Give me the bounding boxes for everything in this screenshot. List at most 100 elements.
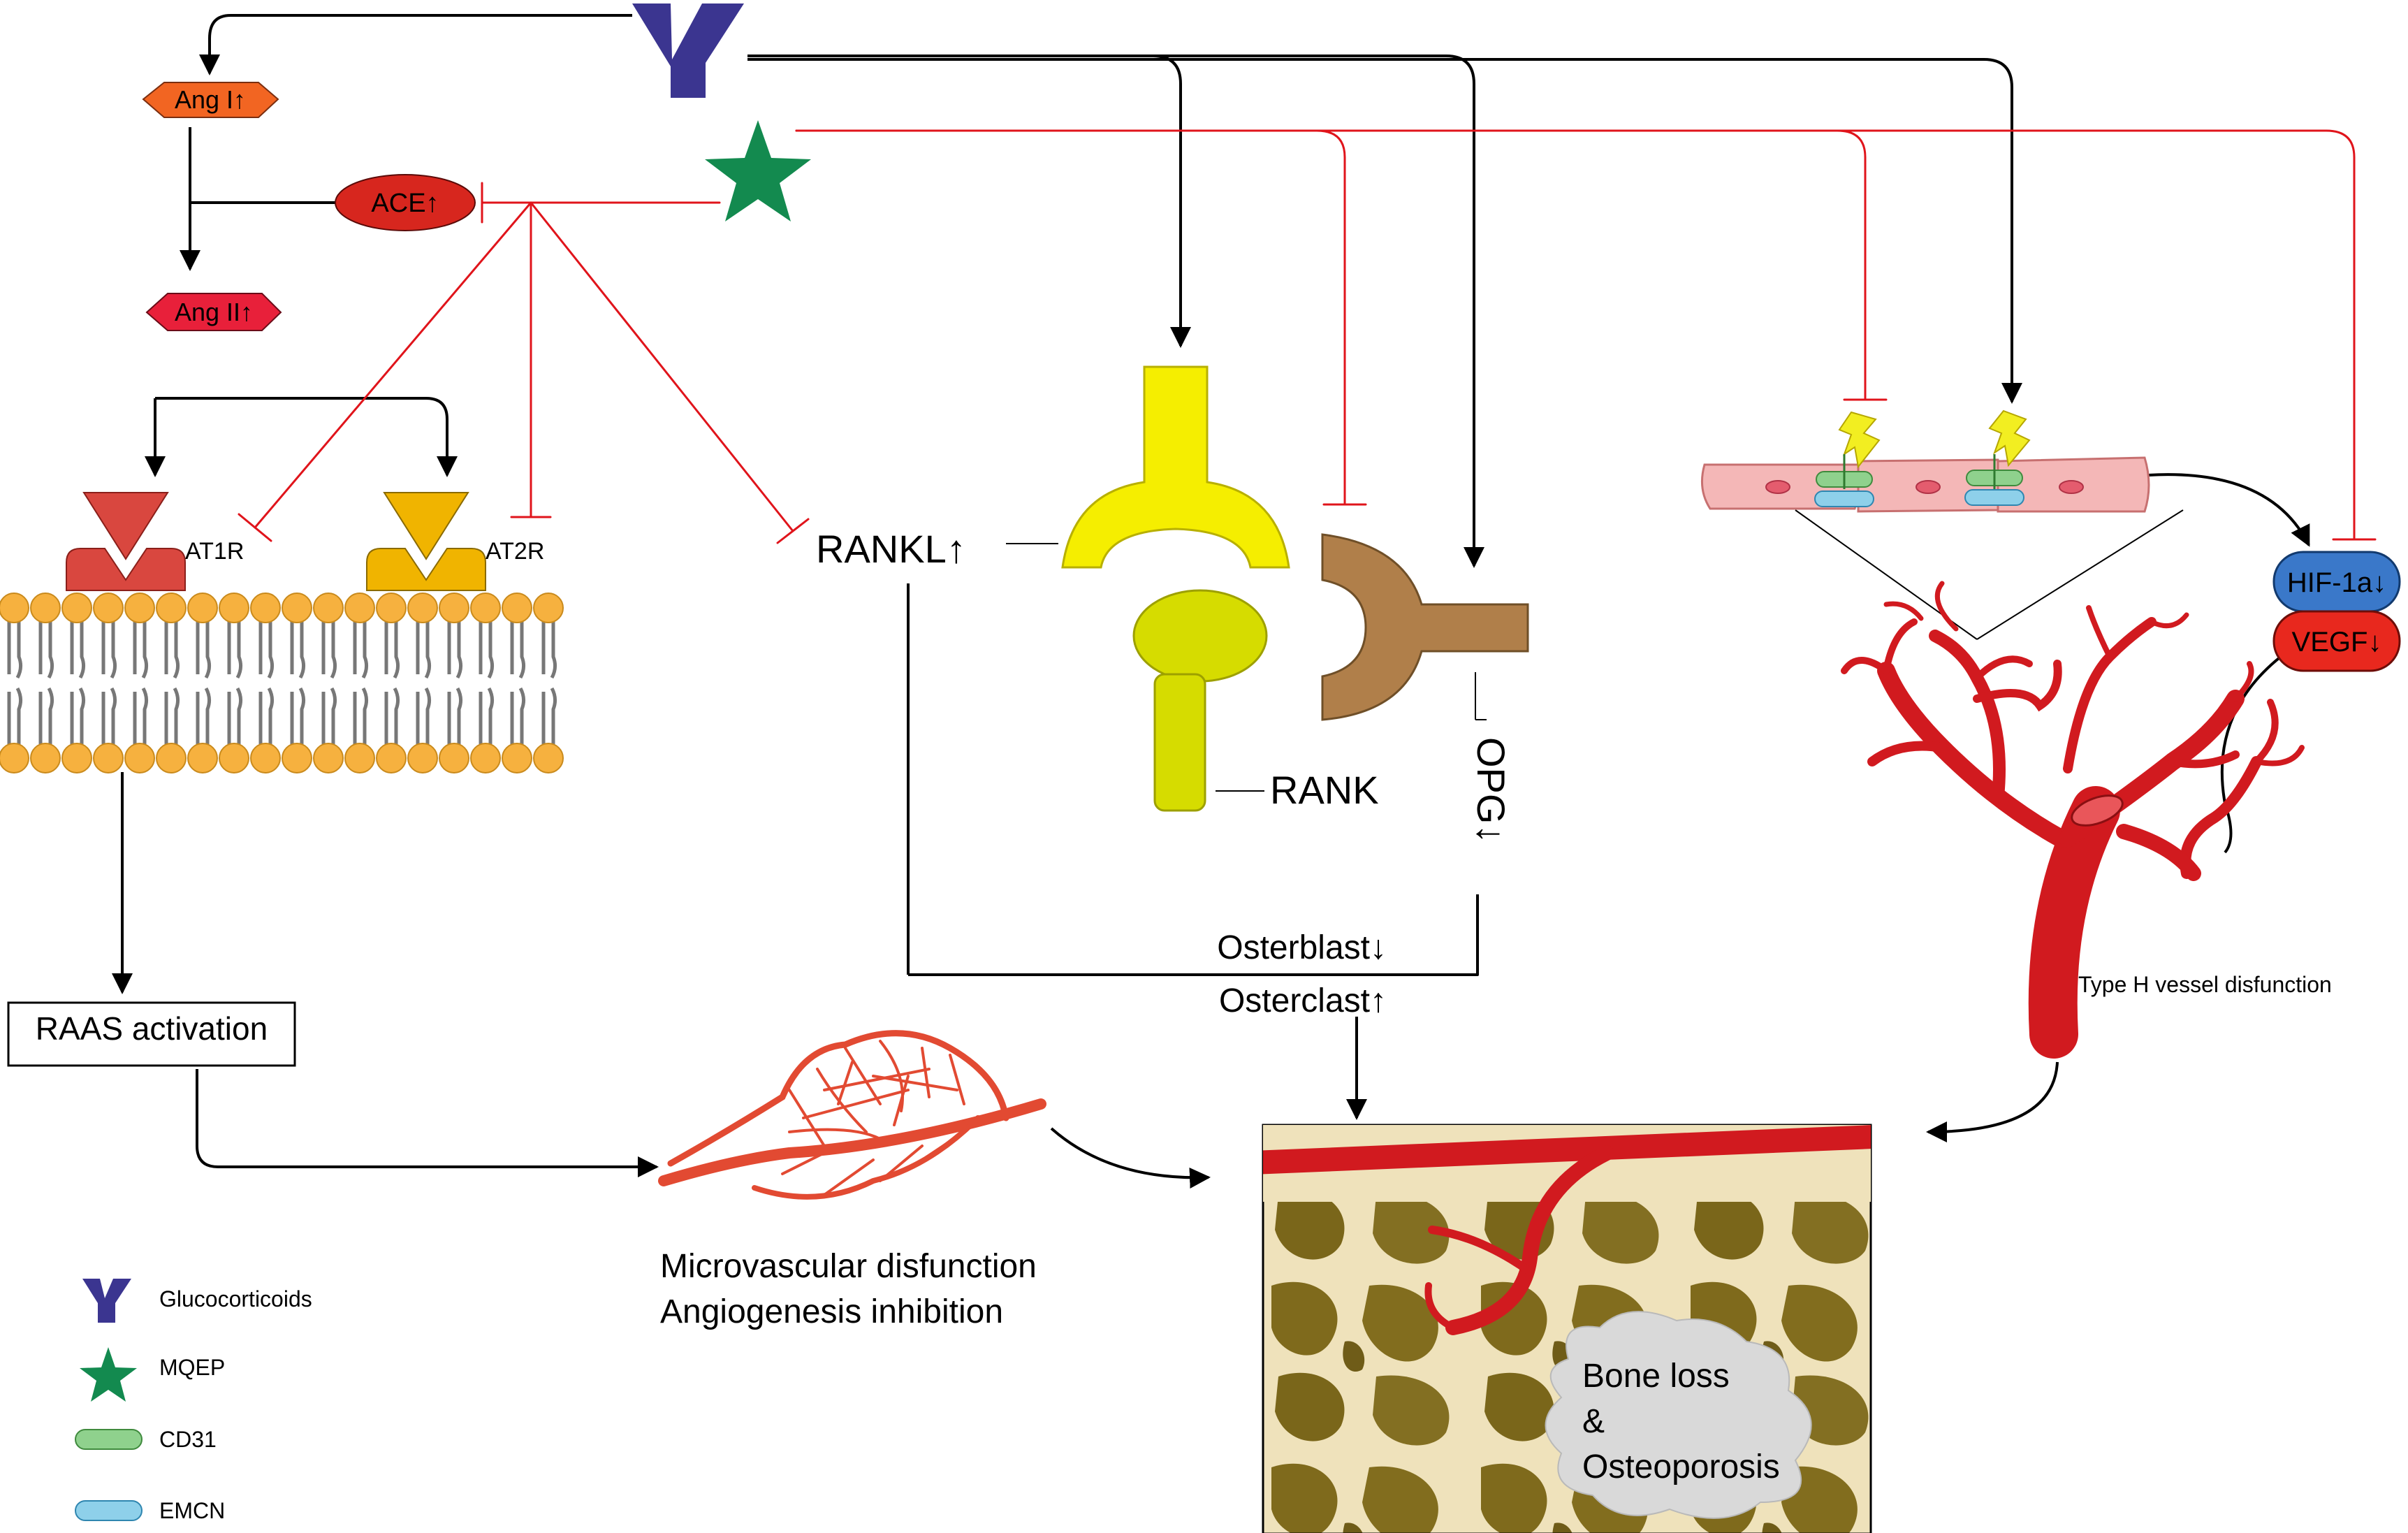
lipid-head: [187, 593, 218, 623]
bone-loss-label-2: &: [1582, 1403, 1605, 1440]
lipid-head: [533, 743, 564, 773]
lipid-tail: [133, 687, 149, 746]
lipid-tail: [290, 687, 306, 746]
lipid-head: [93, 593, 124, 623]
lipid-tail: [541, 687, 557, 746]
at1r-label: AT1R: [185, 538, 244, 565]
lipid-head: [313, 593, 344, 623]
lipid-tail: [447, 620, 463, 679]
ang1-node: Ang I↑: [142, 82, 279, 118]
lipid-head: [502, 593, 532, 623]
lipid-head: [156, 743, 187, 773]
lipid-head: [470, 743, 501, 773]
cd31-marker-icon: [75, 1429, 143, 1450]
lipid-head: [219, 743, 249, 773]
lipid-head: [30, 593, 61, 623]
microvascular-network-icon: [658, 1030, 1046, 1200]
lipid-tail: [227, 620, 243, 679]
rank-shape: [1132, 589, 1268, 812]
at1r-receptor: AT1R: [66, 492, 244, 591]
emcn-marker-icon: [75, 1500, 143, 1521]
legend-label: Glucocorticoids: [159, 1286, 312, 1312]
lipid-tail: [101, 687, 117, 746]
lipid-head: [0, 593, 29, 623]
bone-tissue-panel: Bone loss & Osteoporosis: [1262, 1124, 1872, 1533]
lipid-tail: [101, 620, 117, 679]
osteoblast-label: Osterblast↓: [1217, 929, 1387, 966]
emcn-marker-icon: [1814, 489, 2024, 507]
opg-label: OPG↓: [1469, 737, 1513, 843]
lipid-tail: [7, 687, 23, 746]
legend-label: MQEP: [159, 1355, 225, 1380]
lipid-tail: [510, 687, 526, 746]
lipid-head: [282, 593, 312, 623]
vegf-label: VEGF↓: [2292, 627, 2382, 657]
vegf-node: VEGF↓: [2272, 610, 2401, 672]
lipid-head: [0, 743, 29, 773]
type-h-label: Type H vessel disfunction: [2078, 972, 2332, 997]
type-h-vessel-icon: [1841, 581, 2305, 1059]
lipid-tail: [164, 620, 180, 679]
legend-item-glucocorticoids: Glucocorticoids: [82, 1279, 312, 1323]
lipid-head: [61, 593, 92, 623]
lipid-head: [344, 743, 375, 773]
legend-item-mqep: MQEP: [80, 1347, 225, 1402]
ace-label: ACE↑: [371, 189, 439, 218]
lipid-head: [187, 743, 218, 773]
ace-node: ACE↑: [335, 174, 476, 231]
rankl-label: RANKL↑: [816, 527, 966, 571]
opg-shape: [1321, 533, 1529, 721]
glucocorticoid-receptor-icon: [82, 1279, 131, 1323]
lipid-head: [439, 593, 469, 623]
ang2-label: Ang II↑: [175, 298, 253, 326]
bone-loss-label-1: Bone loss: [1582, 1358, 1730, 1395]
endothelial-cells: [1700, 456, 2150, 513]
lipid-head: [61, 743, 92, 773]
signal-bolt-icon: [1838, 409, 2031, 469]
lipid-tail: [321, 620, 337, 679]
lipid-tail: [510, 620, 526, 679]
lipid-head: [533, 593, 564, 623]
lipid-tail: [227, 687, 243, 746]
lipid-head: [282, 743, 312, 773]
lipid-tail: [258, 620, 275, 679]
inhibition-lines: [238, 129, 2377, 544]
lipid-head: [124, 593, 155, 623]
lipid-tail: [38, 620, 54, 679]
lipid-tail: [353, 687, 369, 746]
legend: Glucocorticoids MQEP CD31 EMCN: [75, 1279, 312, 1523]
lipid-head: [250, 593, 281, 623]
legend-label: EMCN: [159, 1498, 225, 1523]
microvascular-label-1: Microvascular disfunction: [660, 1248, 1037, 1285]
raas-activation-box: RAAS activation: [7, 1001, 296, 1067]
microvascular-label-2: Angiogenesis inhibition: [660, 1293, 1003, 1330]
star-icon: [705, 120, 811, 221]
lipid-tail: [70, 687, 86, 746]
hif-label: HIF-1a↓: [2287, 567, 2386, 598]
lipid-tail: [416, 687, 432, 746]
lipid-tail: [416, 620, 432, 679]
lipid-tail: [353, 620, 369, 679]
lipid-tail: [196, 620, 212, 679]
lipid-tail: [38, 687, 54, 746]
lipid-head: [313, 743, 344, 773]
glucocorticoid-receptor-icon: [632, 3, 744, 98]
at2r-receptor: AT2R: [366, 492, 544, 591]
lipid-head: [376, 593, 407, 623]
lipid-tail: [479, 687, 495, 746]
lipid-tail: [384, 687, 400, 746]
lipid-head: [407, 743, 438, 773]
lipid-tail: [447, 687, 463, 746]
lipid-tail: [321, 687, 337, 746]
lipid-head: [439, 743, 469, 773]
lipid-tail: [70, 620, 86, 679]
star-icon: [80, 1347, 137, 1402]
lipid-tail: [384, 620, 400, 679]
activation-arrows: [112, 14, 2310, 1189]
lipid-tail: [290, 620, 306, 679]
lipid-head: [30, 743, 61, 773]
ang2-node: Ang II↑: [145, 293, 282, 331]
lipid-tail: [7, 620, 23, 679]
ang1-label: Ang I↑: [175, 85, 246, 114]
